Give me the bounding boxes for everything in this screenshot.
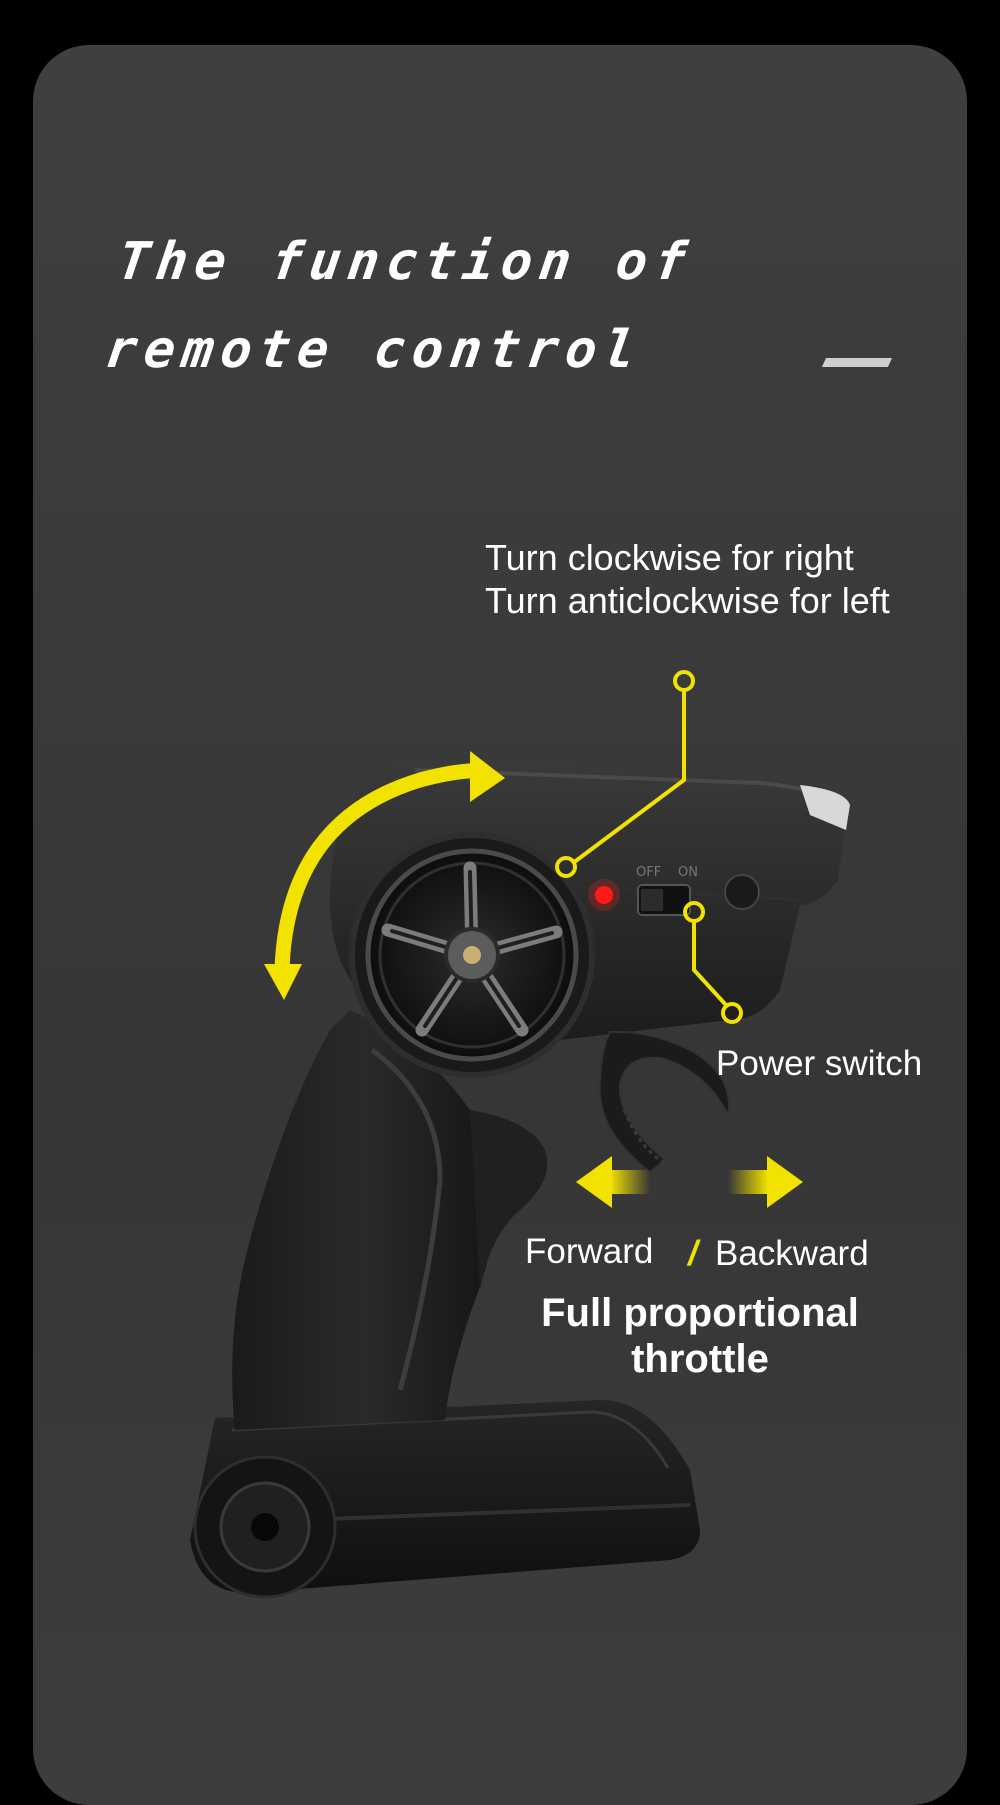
- steering-callout-line: [555, 670, 695, 878]
- throttle-right-arrow: [728, 1156, 803, 1208]
- backward-label: Backward: [715, 1234, 869, 1273]
- throttle-description: Full proportional throttle: [500, 1290, 900, 1382]
- power-indicator-led: [595, 886, 613, 904]
- power-switch-label: Power switch: [716, 1044, 923, 1083]
- power-callout-line: [683, 901, 743, 1024]
- bind-button[interactable]: [724, 874, 760, 910]
- throttle-line-2: throttle: [631, 1337, 769, 1381]
- steering-instruction-right: Turn clockwise for right: [485, 537, 854, 578]
- switch-off-mark: OFF: [636, 865, 661, 880]
- direction-separator: /: [688, 1234, 698, 1273]
- switch-on-mark: ON: [678, 865, 698, 880]
- antenna-knob: [193, 1455, 337, 1599]
- forward-label: Forward: [525, 1232, 654, 1271]
- steering-instructions: Turn clockwise for right Turn anticlockw…: [485, 536, 890, 622]
- throttle-trigger[interactable]: [598, 1030, 730, 1174]
- steering-wheel[interactable]: [349, 832, 595, 1078]
- steering-instruction-left: Turn anticlockwise for left: [485, 580, 890, 621]
- controller-grip: [232, 1010, 548, 1430]
- throttle-line-1: Full proportional: [541, 1291, 859, 1335]
- steering-rotation-arrow: [264, 751, 505, 1000]
- throttle-left-arrow: [576, 1156, 650, 1208]
